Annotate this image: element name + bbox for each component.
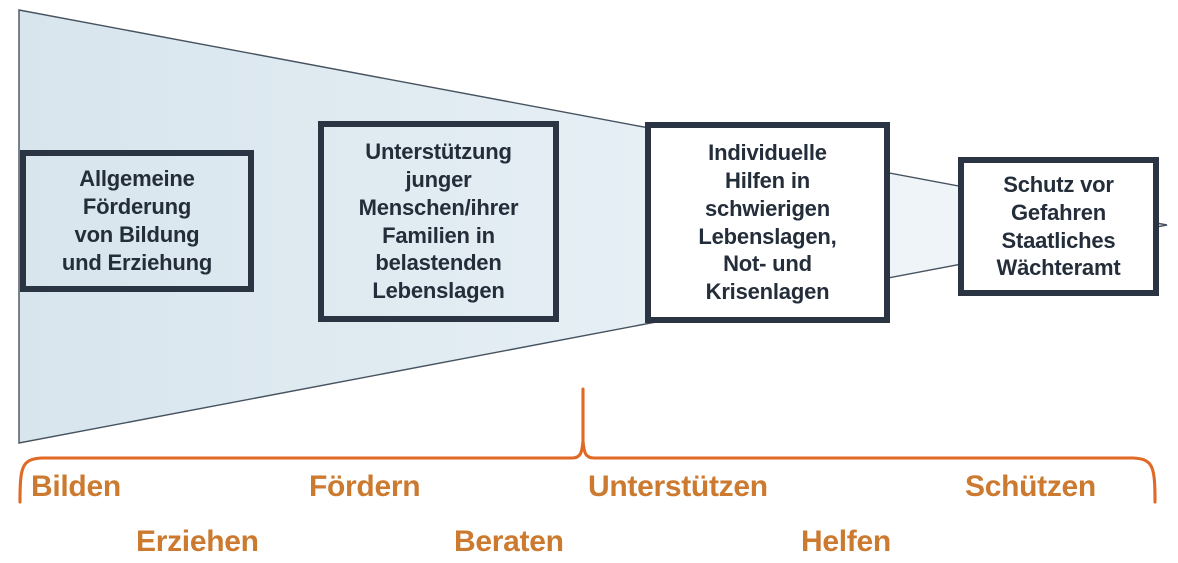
verb-label-erziehen: Erziehen (136, 525, 259, 558)
stage-box-label: Individuelle Hilfen in schwierigen Leben… (698, 139, 837, 305)
verb-label-schuetzen: Schützen (965, 470, 1096, 503)
stage-box-label: Unterstützung junger Menschen/ihrer Fami… (358, 138, 519, 304)
verb-label-foerdern: Fördern (309, 470, 421, 503)
stage-box-label: Allgemeine Förderung von Bildung und Erz… (61, 166, 213, 275)
verb-label-unterstuetzen: Unterstützen (588, 470, 768, 503)
curly-brace (18, 387, 1157, 504)
stage-box-schutz-vor-gefahren[interactable]: Schutz vor Gefahren Staatliches Wächtera… (958, 157, 1159, 296)
verb-label-bilden: Bilden (31, 470, 121, 503)
stage-box-individuelle-hilfen[interactable]: Individuelle Hilfen in schwierigen Leben… (645, 122, 890, 323)
verb-label-helfen: Helfen (801, 525, 891, 558)
stage-box-allgemeine-foerderung[interactable]: Allgemeine Förderung von Bildung und Erz… (20, 150, 254, 292)
stage-box-label: Schutz vor Gefahren Staatliches Wächtera… (996, 171, 1121, 281)
funnel-triangle (18, 9, 1168, 444)
verb-label-beraten: Beraten (454, 525, 564, 558)
stage-box-unterstuetzung-junger-menschen[interactable]: Unterstützung junger Menschen/ihrer Fami… (318, 121, 559, 322)
